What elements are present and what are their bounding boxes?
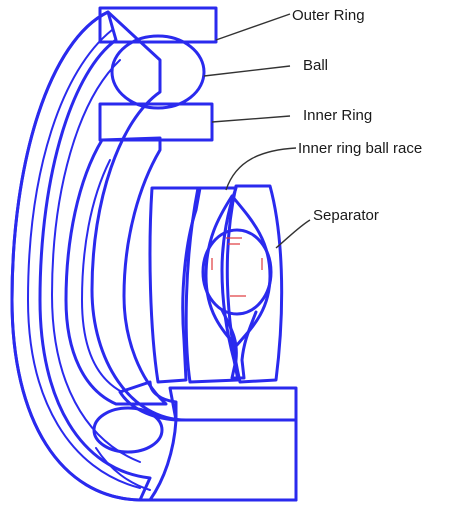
separator-ball (203, 230, 271, 314)
outer-ring-edge-face (12, 12, 150, 500)
label-inner-ring-ball-race: Inner ring ball race (298, 140, 422, 157)
inner-ring-race-assembly (150, 186, 282, 382)
callouts: Outer Ring Ball Inner Ring Inner ring ba… (204, 7, 422, 248)
leader-outer-ring (216, 14, 290, 40)
leader-ball (204, 66, 290, 76)
leader-inner-ring-ball-race (226, 148, 296, 190)
outer-ring-body (12, 12, 296, 500)
label-ball: Ball (303, 57, 328, 74)
label-inner-ring: Inner Ring (303, 107, 372, 124)
label-separator: Separator (313, 207, 379, 224)
ball-top (112, 36, 204, 108)
leader-separator (276, 220, 310, 248)
bottom-curved-race (120, 382, 176, 420)
ball-bottom (94, 408, 162, 452)
label-outer-ring: Outer Ring (292, 7, 365, 24)
separator-cage (206, 196, 270, 346)
outer-ring (12, 12, 296, 500)
bottom-outer-ring-wall (150, 420, 296, 500)
bottom-inner-ring-section (170, 388, 296, 420)
leader-inner-ring (212, 116, 290, 122)
